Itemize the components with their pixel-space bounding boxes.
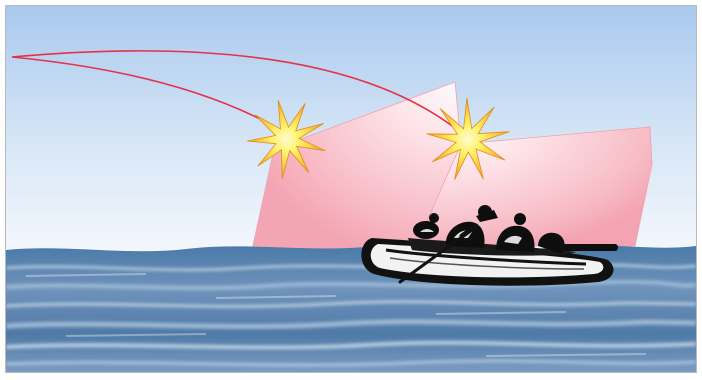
sea-scene bbox=[6, 6, 696, 372]
illustration-frame bbox=[5, 5, 697, 373]
